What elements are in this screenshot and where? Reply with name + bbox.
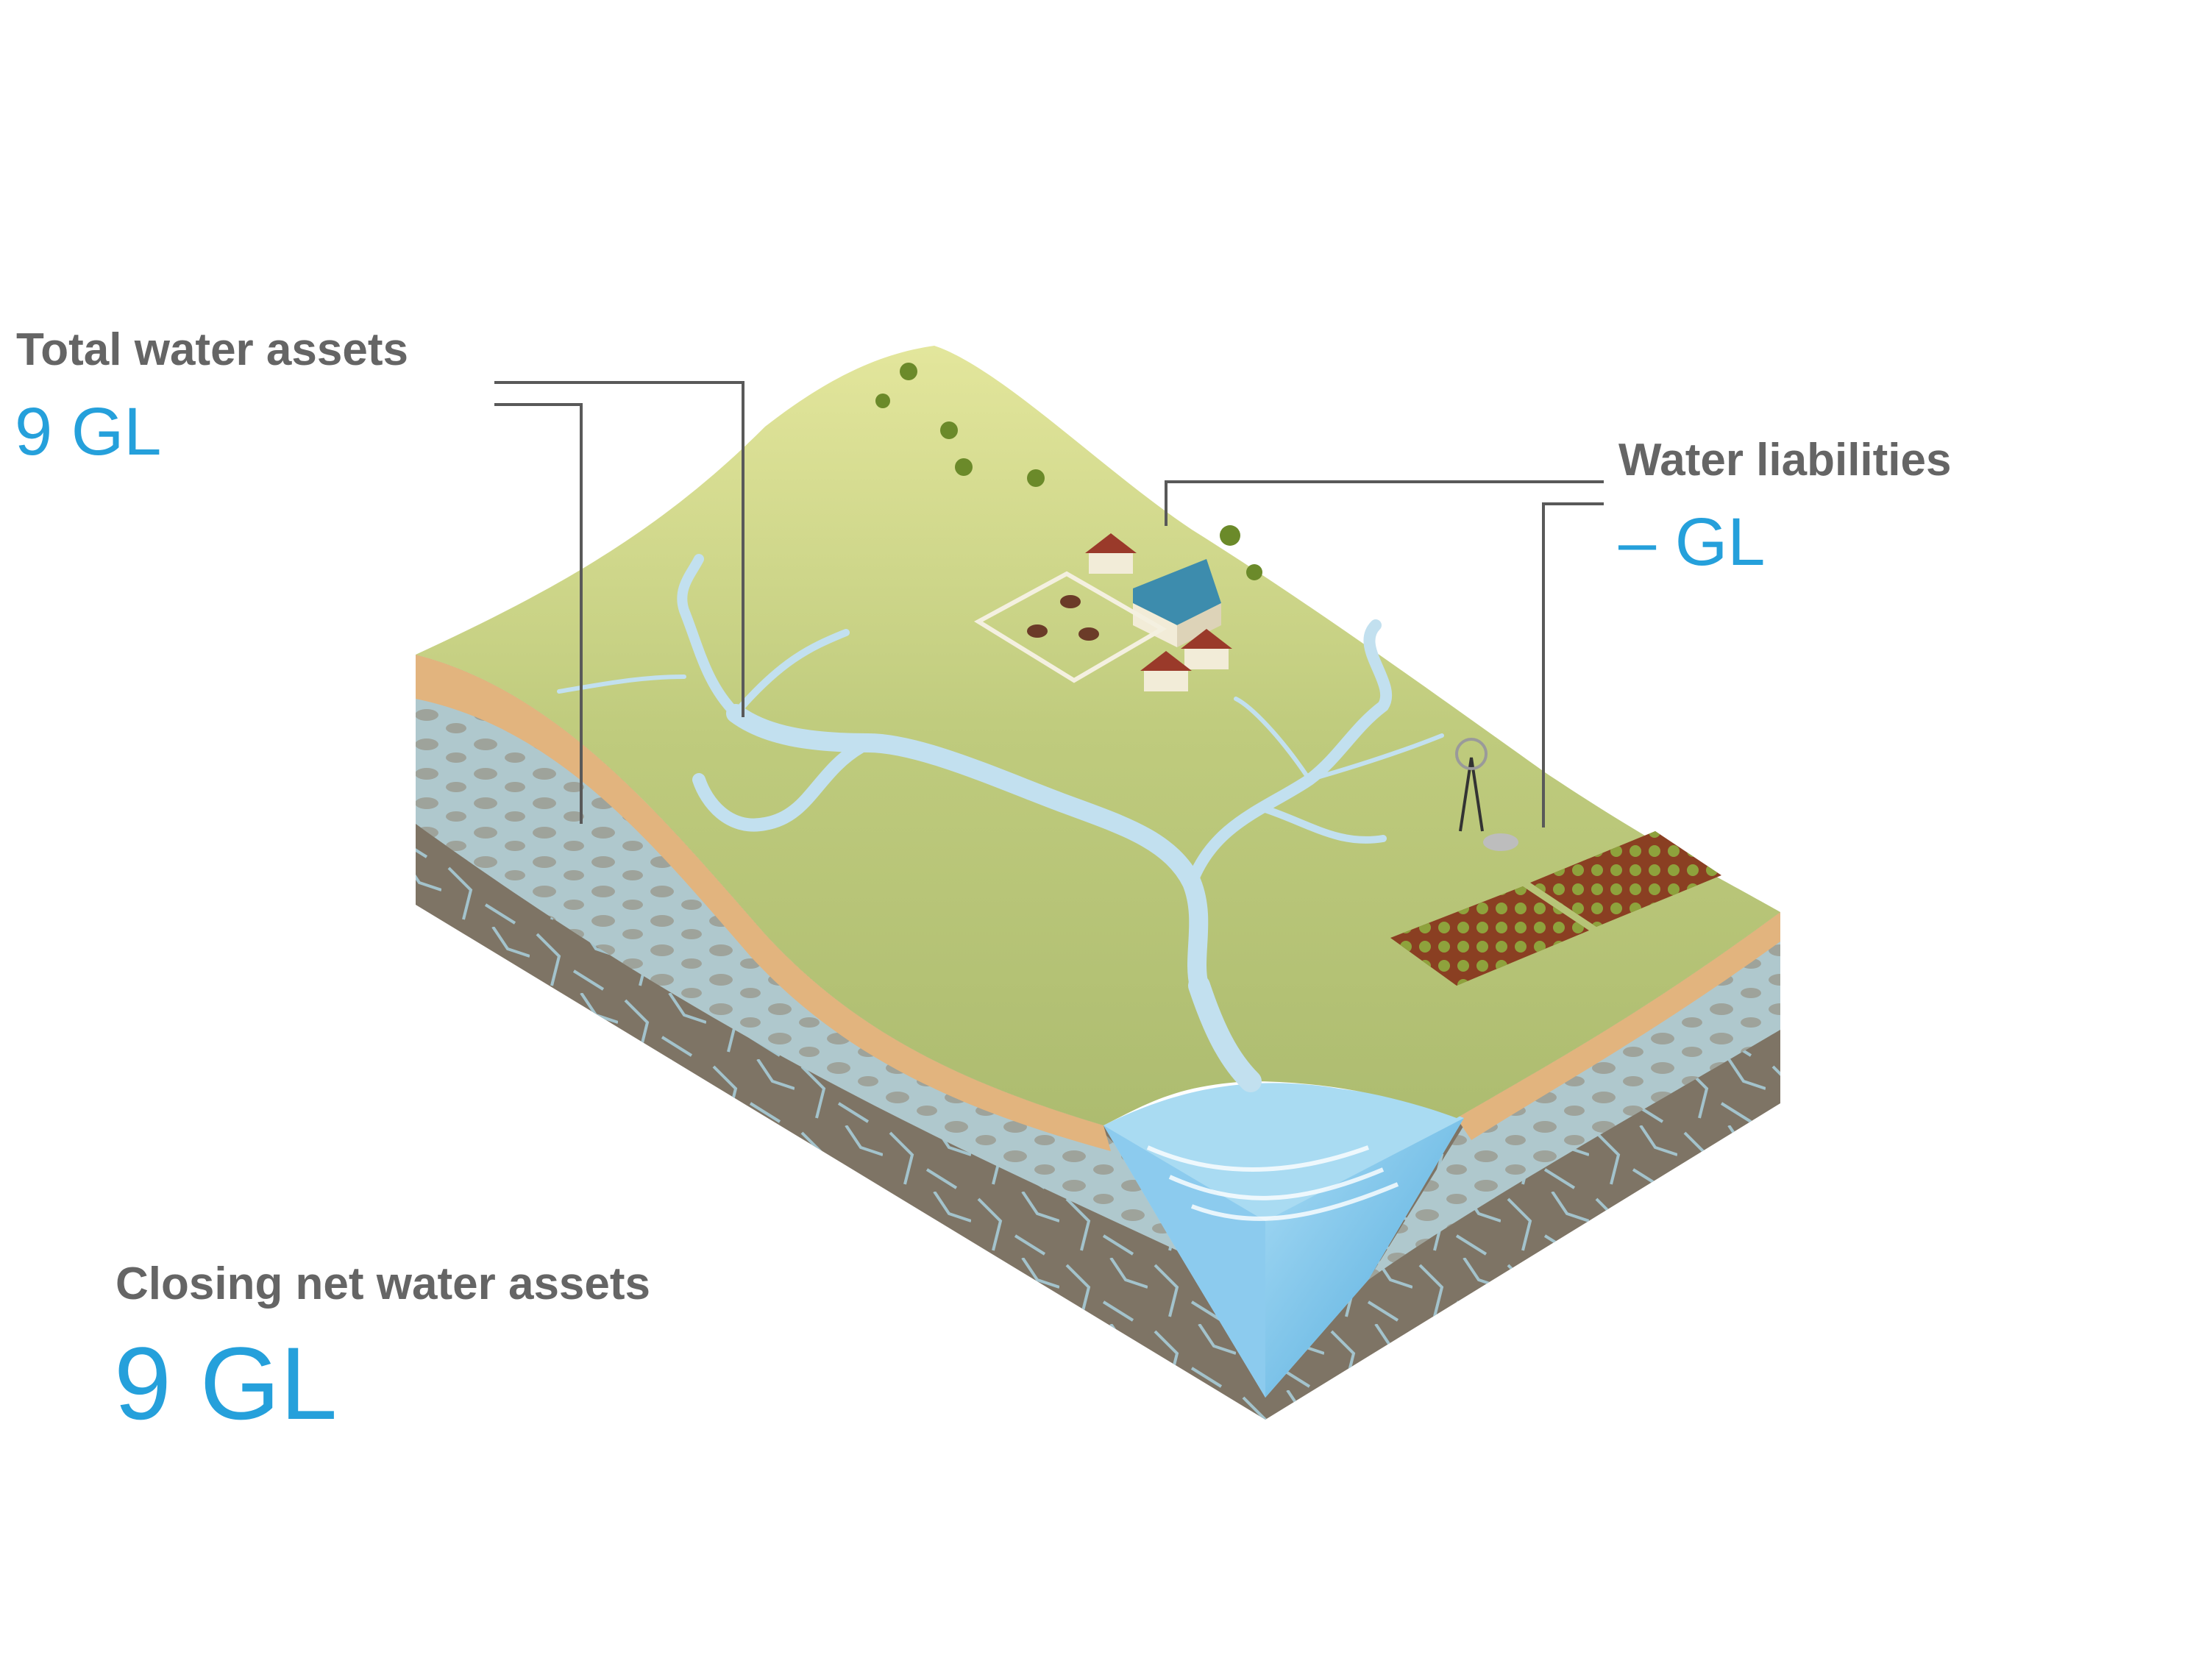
water-liabilities-value: – GL — [1618, 505, 1766, 580]
cattle-paddock — [974, 571, 1167, 683]
leader-line-liabilities-fields — [1542, 502, 1604, 827]
crop-fields — [1390, 831, 1721, 986]
trees — [875, 363, 1262, 580]
windmill — [1455, 738, 1518, 851]
river-network — [557, 554, 1444, 1092]
closing-net-water-assets-label: Closing net water assets — [115, 1259, 651, 1309]
leader-line-liabilities — [1165, 480, 1604, 526]
total-water-assets-label: Total water assets — [16, 324, 408, 375]
leader-line-total-assets-aquifer — [494, 403, 583, 824]
right-cross-section — [1265, 912, 1780, 1420]
leader-lines — [494, 381, 1604, 827]
left-cross-section — [416, 655, 1265, 1420]
closing-net-water-assets-value: 9 GL — [114, 1325, 338, 1441]
total-water-assets-value: 9 GL — [15, 394, 162, 469]
farm-buildings — [1085, 533, 1232, 691]
leader-line-total-assets — [494, 381, 744, 717]
river-mouth-water — [1104, 1083, 1464, 1398]
water-liabilities-label: Water liabilities — [1618, 435, 1952, 485]
